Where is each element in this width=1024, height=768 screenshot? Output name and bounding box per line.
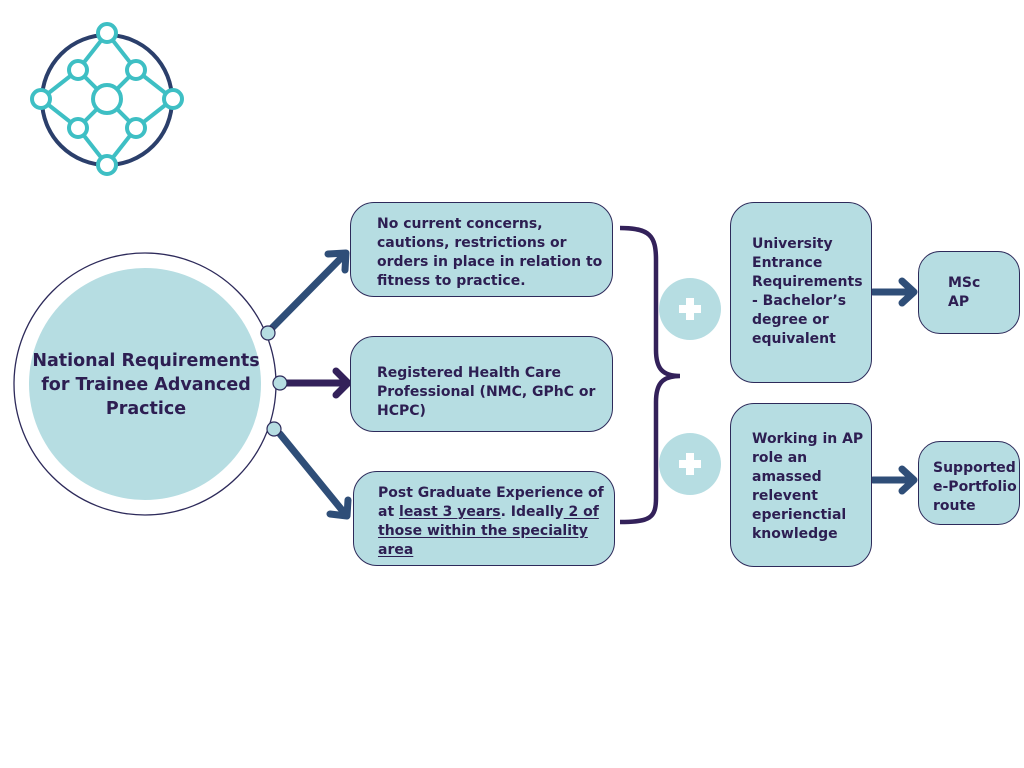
arrow-to-eportfolio <box>869 465 918 495</box>
arrow-to-experience <box>276 430 352 520</box>
network-nodes-icon <box>30 22 184 176</box>
arrow-to-fitness <box>268 249 350 332</box>
curly-brace <box>619 225 681 525</box>
experience-part: . Ideally <box>500 504 564 520</box>
arrow-to-registered <box>282 367 352 399</box>
requirement-fitness-box: No current concerns, cautions, restricti… <box>350 202 613 297</box>
outcome-msc-text: MSc AP <box>948 275 981 310</box>
requirement-experience-text: Post Graduate Experience of at least 3 y… <box>378 484 610 560</box>
outcome-eportfolio-text: Supported e-Portfolio route <box>933 460 1017 514</box>
outcome-msc-box: MSc AP <box>918 251 1020 334</box>
hub-connector-dot-3 <box>266 421 282 437</box>
hub-inner-circle <box>29 268 261 500</box>
requirement-experience-box: Post Graduate Experience of at least 3 y… <box>353 471 615 566</box>
experience-underline-years: least 3 years <box>399 504 501 520</box>
plus-icon-bottom <box>659 433 721 495</box>
hub-title: National Requirements for Trainee Advanc… <box>32 351 260 419</box>
plus-icon-top <box>659 278 721 340</box>
route-working-box: Working in AP role an amassed relevent e… <box>730 403 872 567</box>
requirement-fitness-text: No current concerns, cautions, restricti… <box>377 216 603 289</box>
experience-underline-speciality: 2 of those within the speciality area <box>378 504 599 558</box>
arrow-to-msc <box>869 277 918 307</box>
route-working-text: Working in AP role an amassed relevent e… <box>752 431 864 542</box>
route-university-text: University Entrance Requirements - Bache… <box>752 236 863 347</box>
route-university-box: University Entrance Requirements - Bache… <box>730 202 872 383</box>
requirement-registered-text: Registered Health Care Professional (NMC… <box>377 365 596 419</box>
hub-connector-dot-2 <box>272 375 288 391</box>
outcome-eportfolio-box: Supported e-Portfolio route <box>918 441 1020 525</box>
requirement-registered-box: Registered Health Care Professional (NMC… <box>350 336 613 432</box>
experience-part: Post Graduate Experience of at <box>378 485 604 520</box>
hub-connector-dot-1 <box>260 325 276 341</box>
